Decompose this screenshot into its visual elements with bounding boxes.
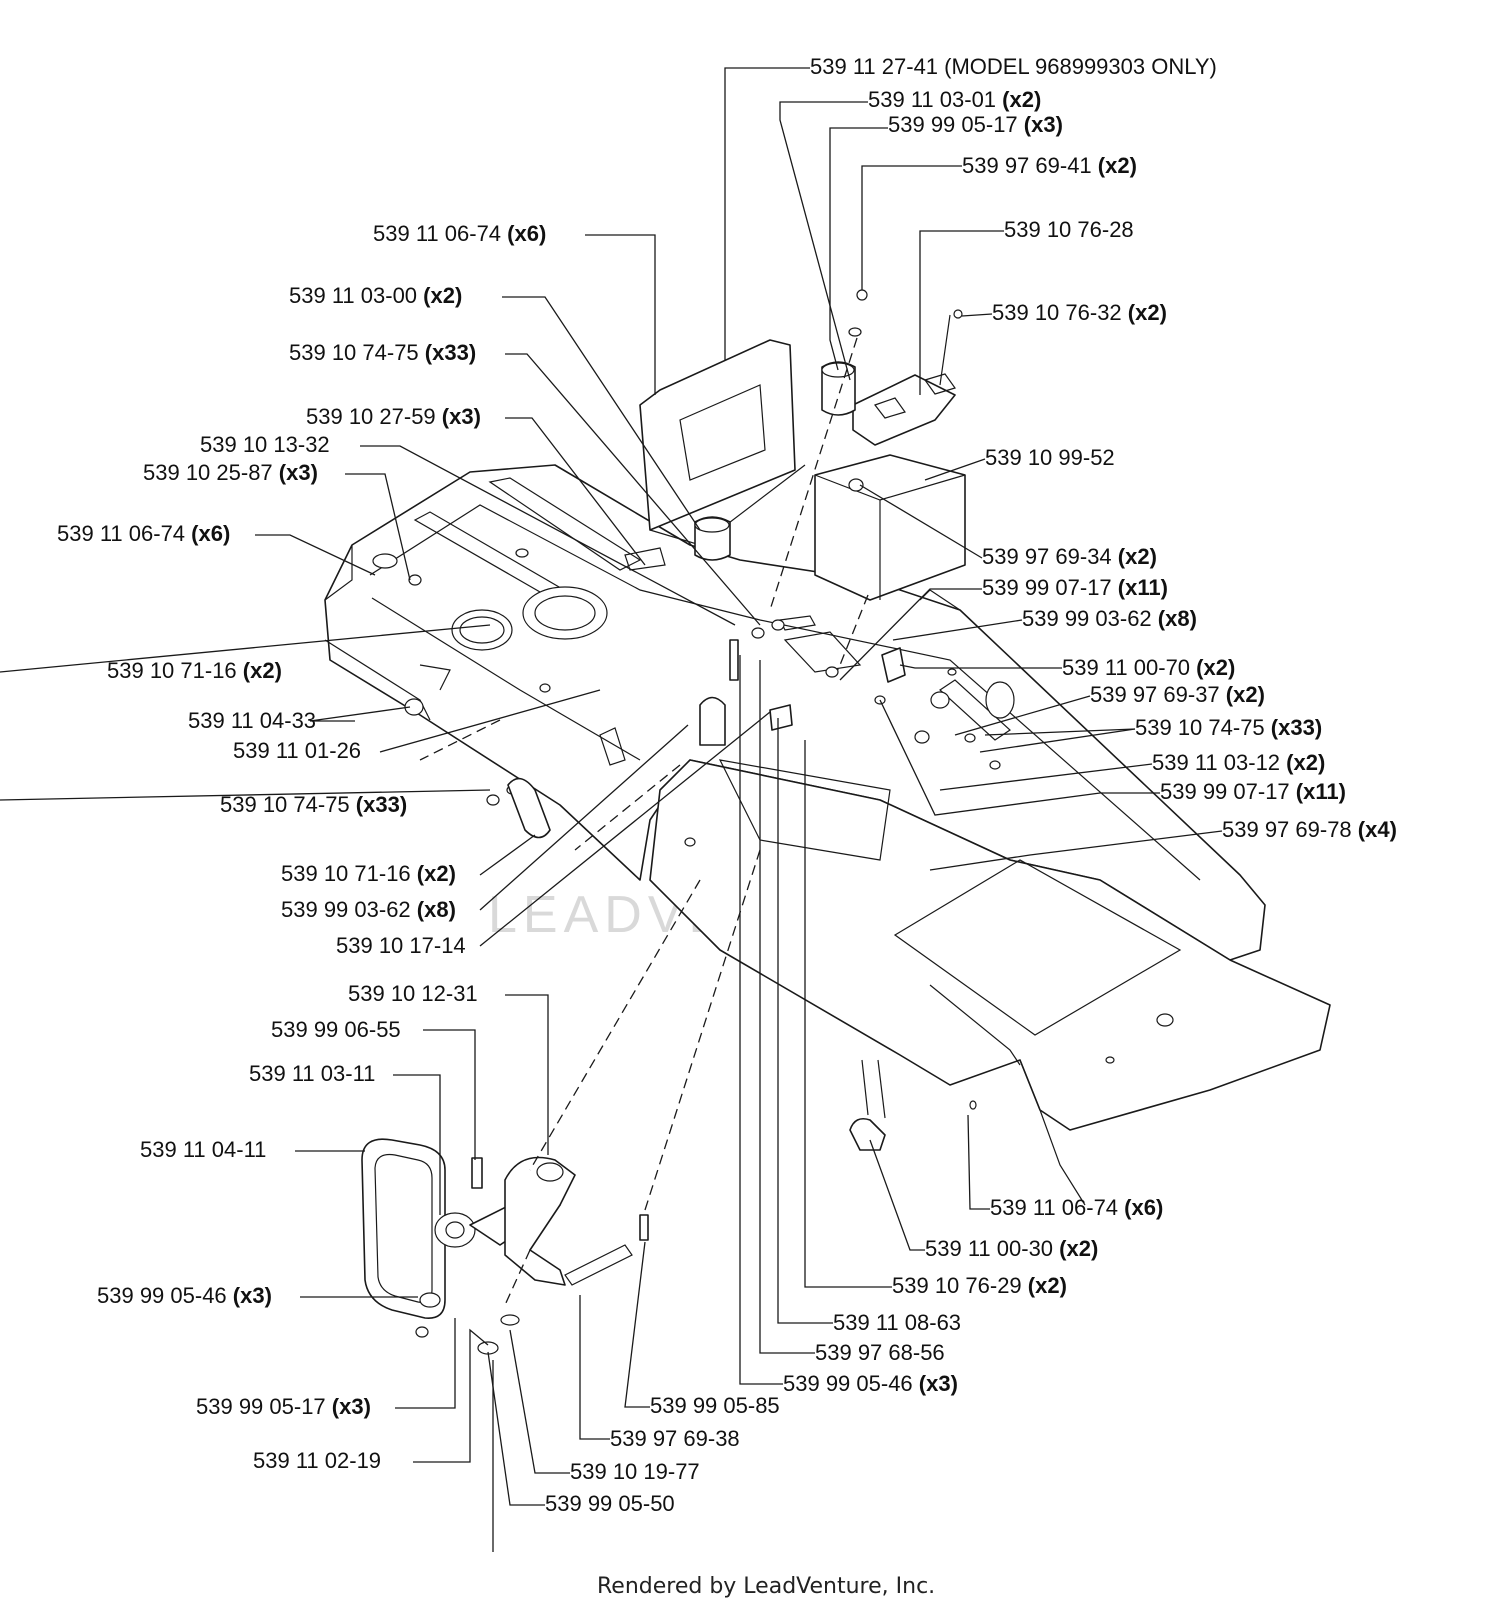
leader-lines bbox=[0, 67, 1223, 1552]
callout-label: 539 11 03-11 bbox=[249, 1061, 375, 1086]
callout-label: 539 99 05-46 (x3) bbox=[97, 1283, 272, 1308]
callout-label: 539 97 69-41 (x2) bbox=[962, 153, 1137, 178]
callout-label: 539 10 76-29 (x2) bbox=[892, 1273, 1067, 1298]
foot-pan bbox=[649, 759, 1331, 1206]
callout-label: 539 10 12-31 bbox=[348, 981, 478, 1006]
callout-label: 539 11 06-74 (x6) bbox=[57, 521, 230, 546]
callout-label: 539 11 03-00 (x2) bbox=[289, 283, 462, 308]
callout-label: 539 10 17-14 bbox=[336, 933, 466, 958]
callout-label: 539 99 07-17 (x11) bbox=[1160, 779, 1346, 804]
callout-label: 539 10 25-87 (x3) bbox=[143, 460, 318, 485]
callout-label: 539 10 71-16 (x2) bbox=[281, 861, 456, 886]
small-hardware bbox=[404, 289, 1001, 1151]
callout-label: 539 99 05-46 (x3) bbox=[783, 1371, 958, 1396]
callout-label: 539 97 69-37 (x2) bbox=[1090, 682, 1265, 707]
callout-label: 539 97 69-78 (x4) bbox=[1222, 817, 1397, 842]
callout-label: 539 10 76-28 bbox=[1004, 217, 1134, 242]
callout-label: 539 11 04-11 bbox=[140, 1137, 266, 1162]
callout-label: 539 11 04-33 bbox=[188, 708, 316, 733]
callout-label: 539 11 00-70 (x2) bbox=[1062, 655, 1235, 680]
callout-label: 539 10 76-32 (x2) bbox=[992, 300, 1167, 325]
battery-box bbox=[814, 454, 966, 601]
callout-label: 539 99 07-17 (x11) bbox=[982, 575, 1168, 600]
callout-label: 539 99 06-55 bbox=[271, 1017, 401, 1042]
callout-label: 539 10 13-32 bbox=[200, 432, 330, 457]
callout-label: 539 10 19-77 bbox=[570, 1459, 700, 1484]
callout-label: 539 99 03-62 (x8) bbox=[1022, 606, 1197, 631]
assembly-drawing bbox=[324, 289, 1331, 1355]
callout-label: 539 99 03-62 (x8) bbox=[281, 897, 456, 922]
callout-label: 539 10 71-16 (x2) bbox=[107, 658, 282, 683]
callout-label: 539 11 00-30 (x2) bbox=[925, 1236, 1098, 1261]
callout-label: 539 97 68-56 bbox=[815, 1340, 945, 1365]
callout-label: 539 10 74-75 (x33) bbox=[220, 792, 407, 817]
battery-hold-down bbox=[852, 314, 956, 446]
pedal-assembly bbox=[361, 1138, 649, 1355]
callout-label: 539 10 99-52 bbox=[985, 445, 1115, 470]
callout-label: 539 10 74-75 (x33) bbox=[289, 340, 476, 365]
callout-label: 539 11 08-63 bbox=[833, 1310, 961, 1335]
seat-bracket bbox=[639, 339, 806, 546]
callout-label: 539 11 27-41 (MODEL 968999303 ONLY) bbox=[810, 54, 1217, 79]
callout-label: 539 11 03-01 (x2) bbox=[868, 87, 1041, 112]
callout-label: 539 97 69-34 (x2) bbox=[982, 544, 1157, 569]
callout-label: 539 97 69-38 bbox=[610, 1426, 740, 1451]
footer-credit: Rendered by LeadVenture, Inc. bbox=[597, 1574, 935, 1599]
callout-label: 539 10 74-75 (x33) bbox=[1135, 715, 1322, 740]
callout-label: 539 11 06-74 (x6) bbox=[990, 1195, 1163, 1220]
callout-label: 539 99 05-50 bbox=[545, 1491, 675, 1516]
bushings bbox=[694, 361, 856, 561]
callout-label: 539 10 27-59 (x3) bbox=[306, 404, 481, 429]
callout-label: 539 11 02-19 bbox=[253, 1448, 381, 1473]
callout-label: 539 11 03-12 (x2) bbox=[1152, 750, 1325, 775]
callout-label: 539 11 06-74 (x6) bbox=[373, 221, 546, 246]
callout-label: 539 99 05-17 (x3) bbox=[196, 1394, 371, 1419]
callout-labels: 539 11 27-41 (MODEL 968999303 ONLY) 539 … bbox=[57, 54, 1397, 1516]
assembly-dashes bbox=[419, 337, 869, 1306]
callout-label: 539 11 01-26 bbox=[233, 738, 361, 763]
callout-label: 539 99 05-85 bbox=[650, 1393, 780, 1418]
callout-label: 539 99 05-17 (x3) bbox=[888, 112, 1063, 137]
